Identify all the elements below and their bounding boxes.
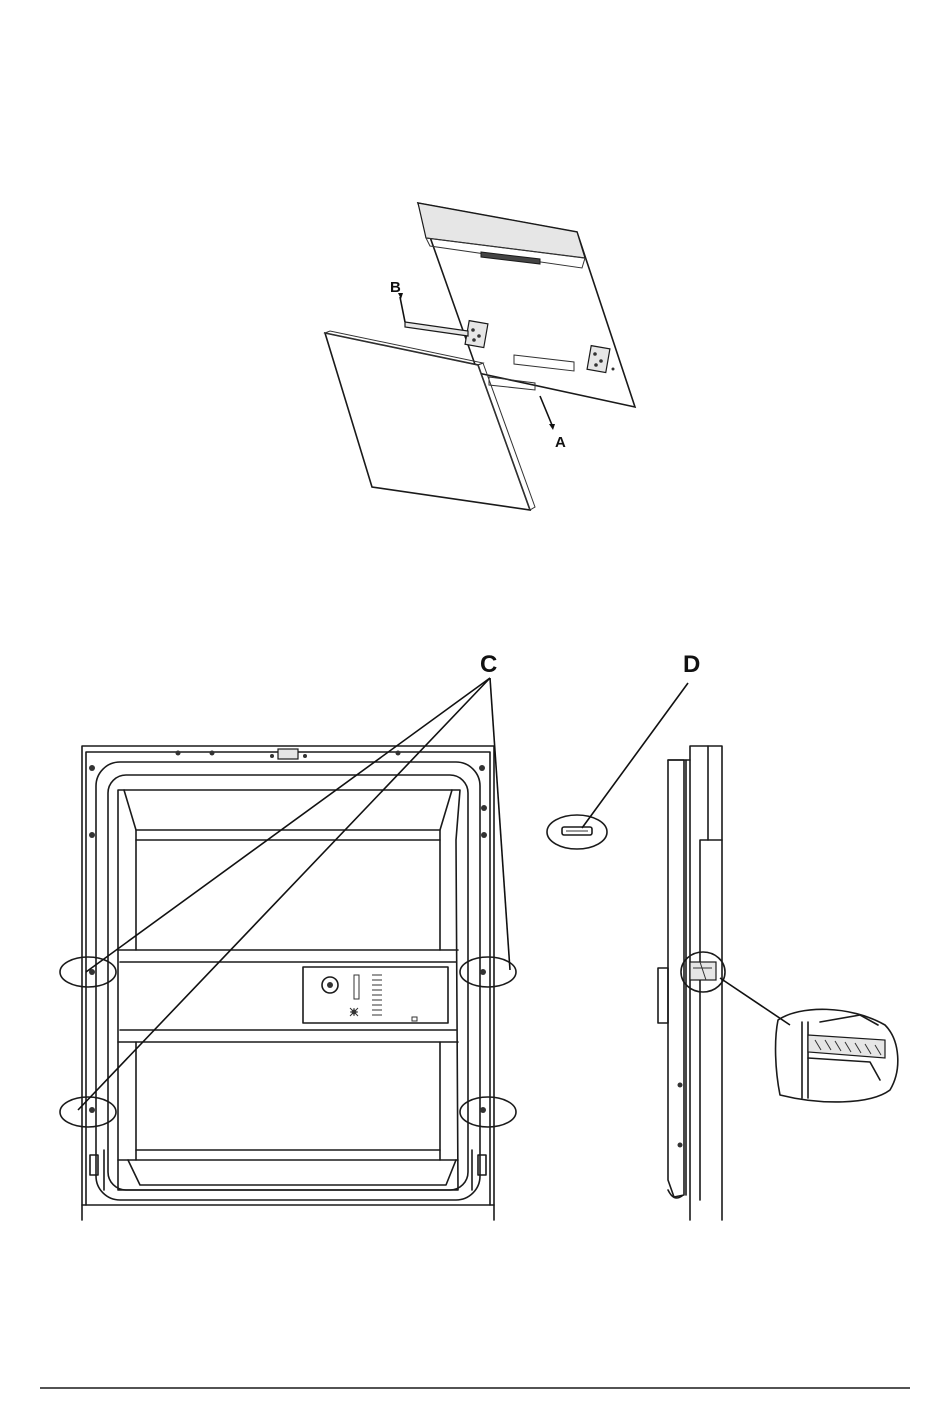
exploded-panel-view: B A	[325, 203, 635, 510]
mounting-strip-b	[405, 322, 468, 336]
leader-b	[400, 297, 405, 322]
door-side-view	[658, 746, 898, 1220]
label-d: D	[683, 651, 700, 678]
frame-screws	[89, 751, 487, 1114]
leader-a	[540, 396, 552, 425]
leaders-c	[78, 678, 510, 1110]
label-a: A	[555, 434, 566, 451]
door-front-view	[60, 746, 516, 1220]
label-b: B	[390, 279, 401, 296]
door-latch	[278, 749, 298, 759]
clip-part-d	[547, 683, 688, 849]
detergent-dispenser	[303, 967, 448, 1023]
label-c: C	[480, 651, 497, 678]
